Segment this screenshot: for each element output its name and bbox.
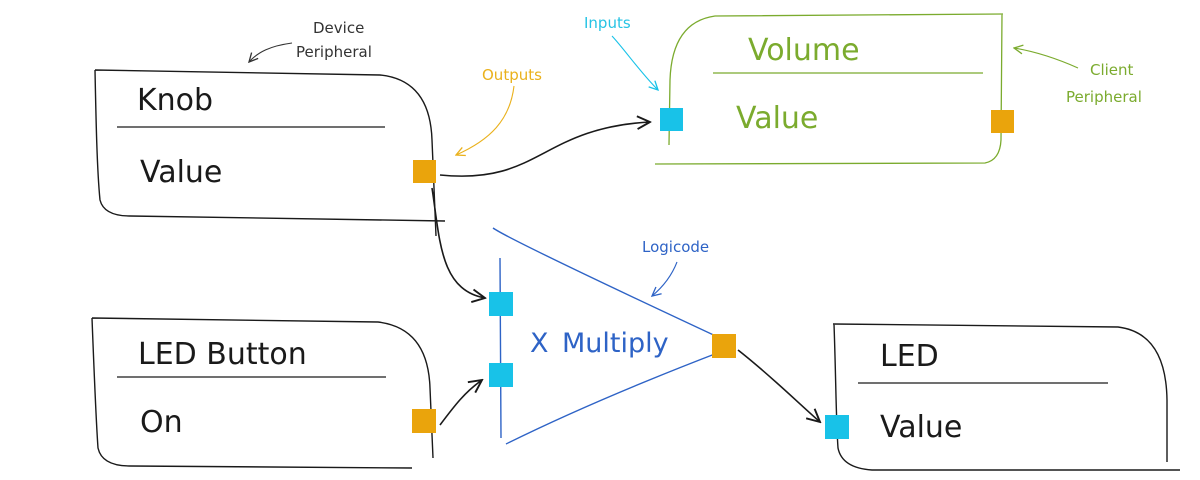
inputs-label: Inputs (584, 14, 631, 32)
connection-multiply-to-led[interactable] (737, 349, 820, 422)
outputs-label: Outputs (482, 66, 542, 84)
connection-knob-to-multiply[interactable] (431, 187, 485, 298)
multiply-symbol: X (530, 328, 549, 359)
annotation-logicode: Logicode (642, 238, 709, 296)
client-peripheral-label-line2: Peripheral (1066, 88, 1142, 106)
connection-led-button-to-multiply[interactable] (439, 380, 482, 426)
client-peripheral-label-line1: Client (1090, 61, 1134, 79)
multiply-output-port[interactable] (712, 334, 736, 358)
multiply-node[interactable]: X Multiply (489, 227, 736, 445)
led-node[interactable]: LED Value (825, 323, 1180, 471)
led-value-input-port[interactable] (825, 415, 849, 439)
led-title: LED (880, 339, 939, 374)
knob-node[interactable]: Knob Value (94, 69, 446, 237)
annotation-device-peripheral: Device Peripheral (249, 19, 372, 62)
volume-title: Volume (748, 33, 860, 68)
knob-node-outline (94, 69, 446, 237)
volume-value-input-port[interactable] (660, 108, 683, 131)
knob-value-output-port[interactable] (413, 160, 436, 183)
led-button-on-output-port[interactable] (412, 409, 436, 433)
annotation-inputs: Inputs (584, 14, 658, 90)
connections (431, 122, 820, 426)
device-peripheral-label-line1: Device (313, 19, 364, 37)
annotation-client-peripheral: Client Peripheral (1014, 48, 1142, 106)
client-peripheral-arrow (1014, 48, 1079, 69)
device-peripheral-arrow (249, 42, 293, 62)
led-node-outline (832, 323, 1180, 471)
led-button-node-outline (91, 317, 434, 469)
led-button-node[interactable]: LED Button On (91, 317, 436, 469)
led-button-title: LED Button (138, 337, 307, 372)
logicode-label: Logicode (642, 238, 709, 256)
led-button-field-label: On (140, 405, 183, 440)
volume-node[interactable]: Volume Value (654, 13, 1014, 165)
led-field-label: Value (880, 410, 962, 445)
logicode-arrow (652, 261, 678, 296)
volume-node-outline (654, 13, 1004, 165)
volume-field-label: Value (736, 101, 818, 136)
annotation-outputs: Outputs (456, 66, 542, 155)
device-peripheral-label-line2: Peripheral (296, 43, 372, 61)
multiply-node-outline (492, 227, 721, 445)
connection-knob-to-volume[interactable] (439, 122, 650, 177)
inputs-arrow (611, 35, 658, 90)
multiply-input1-port[interactable] (489, 292, 513, 316)
multiply-label: Multiply (562, 328, 669, 359)
knob-title: Knob (137, 83, 213, 118)
outputs-arrow (456, 85, 515, 155)
volume-value-output-port[interactable] (991, 110, 1014, 133)
knob-field-label: Value (140, 155, 222, 190)
multiply-input2-port[interactable] (489, 363, 513, 387)
